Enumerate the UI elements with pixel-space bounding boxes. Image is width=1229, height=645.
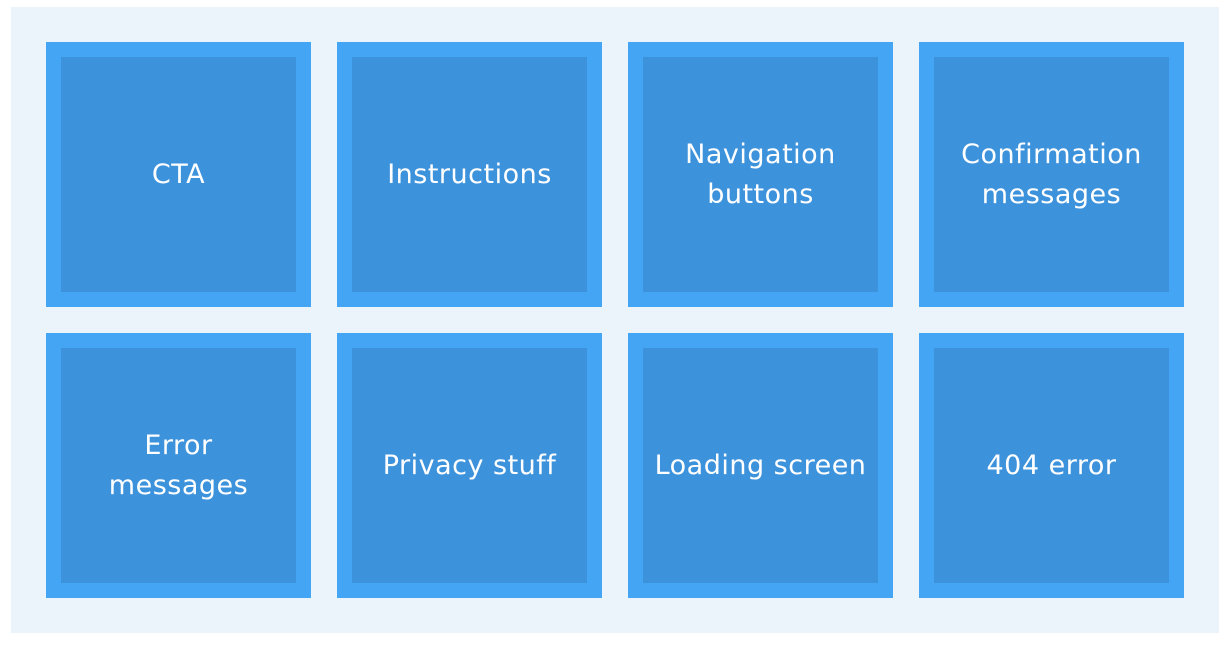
- tile-label: Instructions: [387, 158, 552, 190]
- tile-confirmation-messages: Confirmation messages: [919, 42, 1184, 307]
- tile-label: Error messages: [108, 429, 249, 501]
- tile-label: CTA: [151, 158, 206, 190]
- tile-loading-screen: Loading screen: [628, 333, 893, 598]
- tile-label: 404 error: [986, 449, 1117, 481]
- tile-label: Loading screen: [654, 449, 867, 481]
- tile-cta: CTA: [46, 42, 311, 307]
- tile-404-error: 404 error: [919, 333, 1184, 598]
- tile-label: Navigation buttons: [685, 138, 836, 210]
- tile-instructions: Instructions: [337, 42, 602, 307]
- tile-label: Privacy stuff: [382, 449, 557, 481]
- tile-error-messages: Error messages: [46, 333, 311, 598]
- tile-label: Confirmation messages: [961, 138, 1142, 210]
- tile-privacy-stuff: Privacy stuff: [337, 333, 602, 598]
- tile-navigation-buttons: Navigation buttons: [628, 42, 893, 307]
